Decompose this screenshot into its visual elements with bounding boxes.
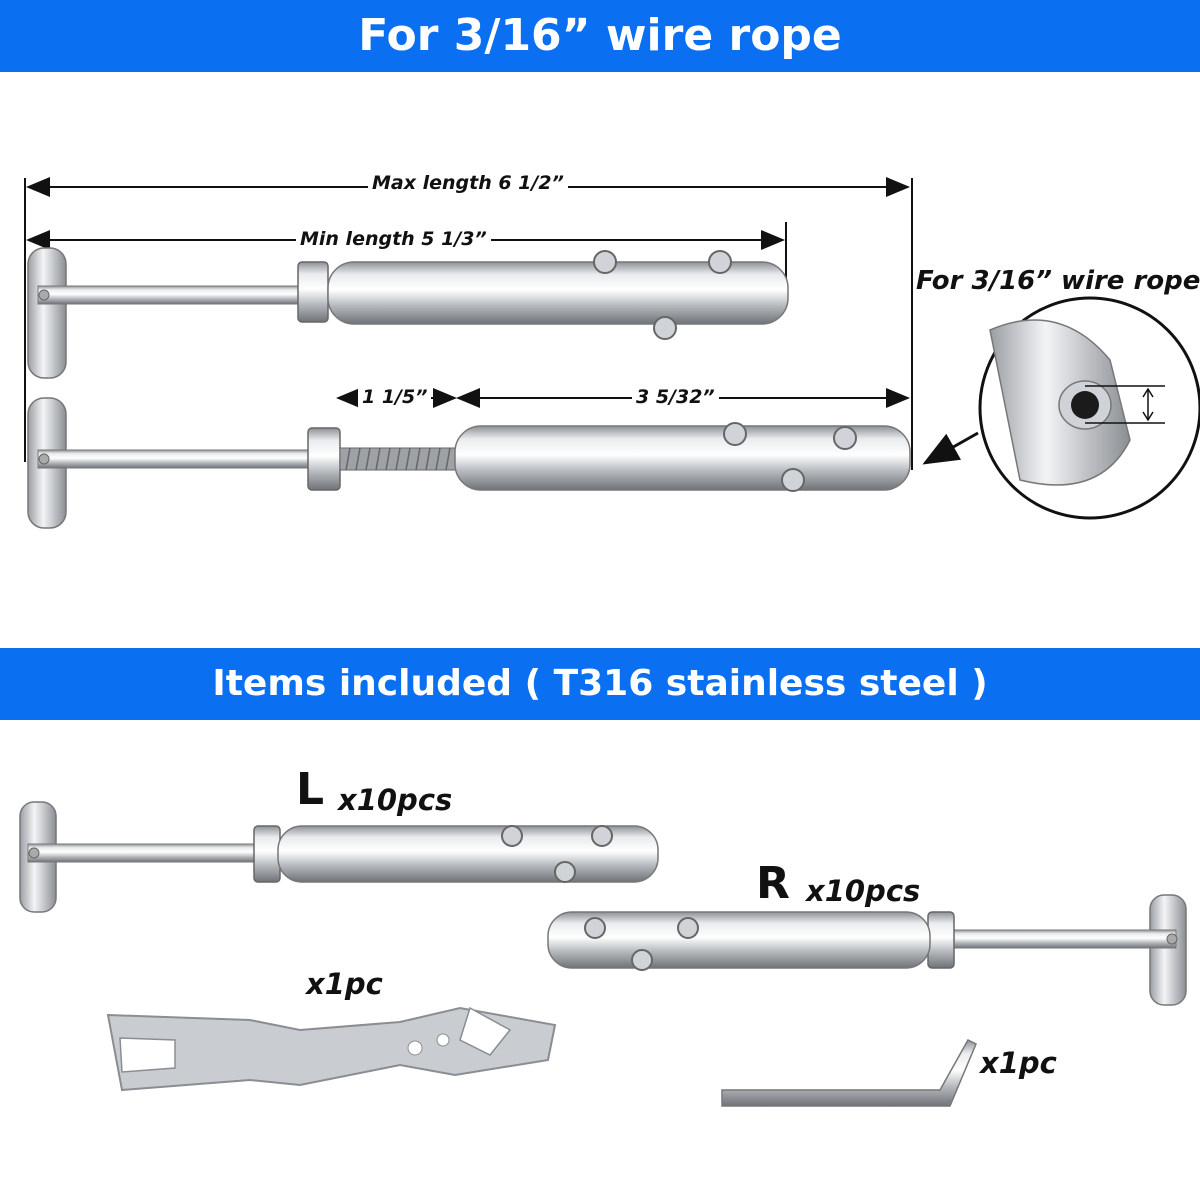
turnbuckle-retracted [27,247,789,379]
max-length-label: Max length 6 1/2” [368,172,568,194]
magnified-end-view [978,296,1200,520]
left-hand-qty: x10pcs [338,783,453,817]
wrench [106,1006,557,1092]
left-hand-letter: L [296,764,325,815]
items-banner: Items included ( T316 stainless steel ) [0,648,1200,720]
wrench-qty: x1pc [306,967,383,1001]
body-length-label: 3 5/32” [632,386,719,408]
right-hand-letter: R [756,858,790,909]
right-hand-qty: x10pcs [806,874,921,908]
turnbuckle-extended [27,397,911,529]
thread-length-label: 1 1/5” [358,386,432,408]
left-hand-turnbuckle [19,801,659,913]
items-banner-title: Items included ( T316 stainless steel ) [212,663,988,704]
right-hand-turnbuckle [547,894,1187,1006]
top-banner-title: For 3/16” wire rope [358,10,842,61]
min-length-label: Min length 5 1/3” [296,228,491,250]
hex-key-qty: x1pc [980,1046,1057,1080]
top-banner: For 3/16” wire rope [0,0,1200,72]
callout-label: For 3/16” wire rope [916,266,1200,296]
callout-arrow [922,431,979,465]
hex-key [721,1039,977,1107]
